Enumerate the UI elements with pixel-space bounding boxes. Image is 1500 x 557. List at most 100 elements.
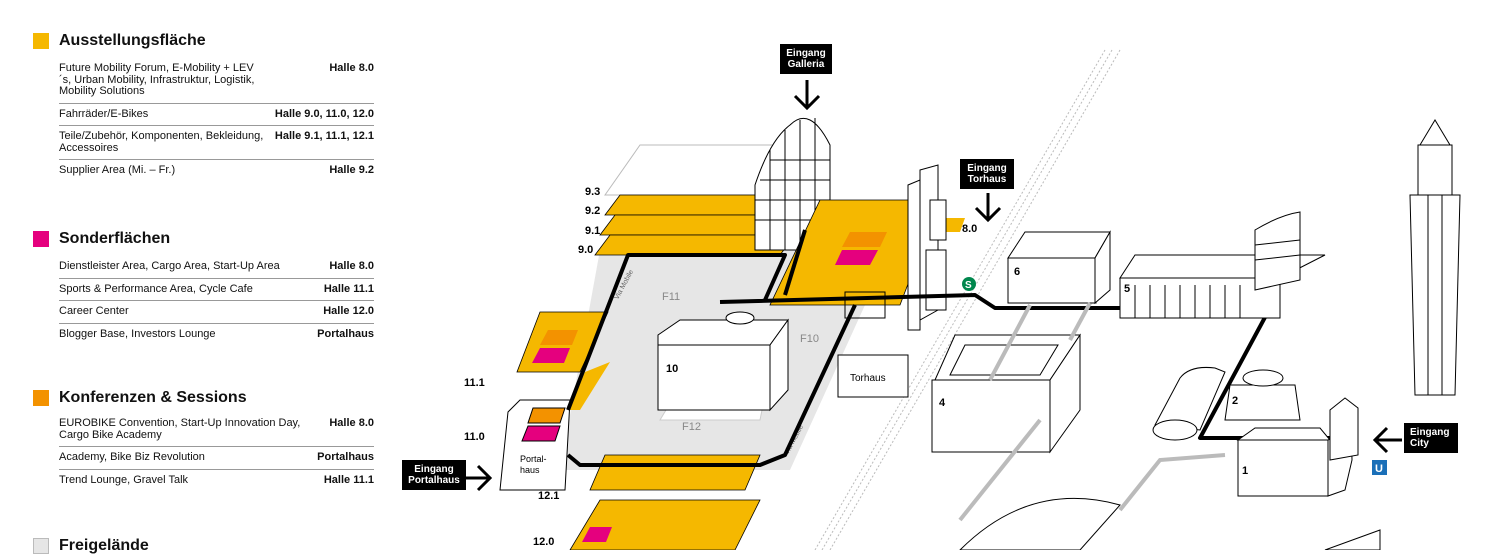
torhaus-label: Torhaus [850,373,886,384]
ubahn-icon-label: U [1375,463,1383,475]
grey-connectors [958,302,1226,522]
legend-section-open-air: Freigelände [33,535,378,557]
portalhaus-building [499,399,571,491]
railway-lines [814,49,1121,551]
venue-map-canvas: F11 F10 F12 Via Mobile Via Mobile 9.3 9.… [464,49,1461,551]
galleria-building [754,117,831,251]
legend-row-hall: Halle 8.0 [329,417,374,429]
legend-section-title: Ausstellungsfläche [59,32,206,49]
legend-row-label: Blogger Base, Investors Lounge [59,327,216,340]
legend-row-label: Fahrräder/E-Bikes [59,107,149,120]
level-9-0: 9.0 [578,244,593,256]
hall-3 [1152,367,1226,441]
hall-5 [1119,211,1326,319]
legend-row-hall: Halle 8.0 [329,260,374,272]
legend-row-hall: Halle 9.0, 11.0, 12.0 [274,107,374,120]
portalhaus-label-line2: haus [520,465,540,475]
legend-row-label: Teile/Zubehör, Komponenten, Bekleidung, … [59,130,264,154]
legend-row: Future Mobility Forum, E-Mobility + LEV´… [59,58,374,104]
legend-row-label: Future Mobility Forum, E-Mobility + LEV´… [59,62,255,97]
legend-row: EUROBIKE Convention, Start-Up Innovation… [59,413,374,447]
messeturm-tower [1409,119,1461,396]
legend-section-header: Sonderflächen [33,228,378,250]
legend-row-label: Trend Lounge, Gravel Talk [59,473,189,486]
legend-row-hall: Halle 8.0 [329,62,374,74]
level-9-3: 9.3 [585,186,600,198]
legend-row: Supplier Area (Mi. – Fr.) Halle 9.2 [59,160,374,182]
legend-rows: Future Mobility Forum, E-Mobility + LEV´… [59,58,374,182]
building-1-number: 1 [1242,465,1248,477]
level-12-0: 12.0 [533,536,554,548]
legend-section-header: Freigelände [33,535,378,557]
zone-f11: F11 [662,291,680,303]
building-5-number: 5 [1124,283,1130,295]
legend-row-label: Supplier Area (Mi. – Fr.) [59,164,176,176]
ubahn-icon [1372,460,1387,475]
legend-row-hall: Halle 11.1 [323,473,374,486]
hall-12 [569,454,761,551]
legend-row: Career Center Halle 12.0 [59,301,374,324]
legend-row: Blogger Base, Investors Lounge Portalhaus [59,324,374,346]
sbahn-icon-label: S [965,280,972,291]
exhibition-swatch [33,33,49,49]
hall-6 [1007,230,1111,305]
level-9-2: 9.2 [585,205,600,217]
building-4-number: 4 [939,397,946,409]
torhaus-tower [907,164,947,331]
hall-8 [769,199,965,319]
level-12-1: 12.1 [538,490,559,502]
level-11-1: 11.1 [464,377,485,389]
legend-section-header: Ausstellungsfläche [33,30,378,52]
legend-row: Teile/Zubehör, Komponenten, Bekleidung, … [59,126,374,160]
legend-row-label: Sports & Performance Area, Cycle Cafe [59,282,253,295]
legend-section-conferences: Konferenzen & Sessions EUROBIKE Conventi… [33,387,378,491]
legend-section-special: Sonderflächen Dienstleister Area, Cargo … [33,228,378,345]
hall-10 [657,311,789,412]
portalhaus-label-line1: Portal- [520,454,547,464]
legend-section-title: Konferenzen & Sessions [59,389,247,406]
legend-row-label: Career Center [59,305,129,317]
legend-rows: Dienstleister Area, Cargo Area, Start-Up… [59,256,374,345]
legend-row: Dienstleister Area, Cargo Area, Start-Up… [59,256,374,279]
legend-section-title: Freigelände [59,537,149,554]
level-8-0: 8.0 [962,223,977,235]
conference-swatch [33,390,49,406]
zone-f10: F10 [800,333,819,345]
legend-section-exhibition: Ausstellungsfläche Future Mobility Forum… [33,30,378,182]
legend-row: Trend Lounge, Gravel Talk Halle 11.1 [59,470,374,492]
torhaus-building [837,354,909,398]
legend-rows: EUROBIKE Convention, Start-Up Innovation… [59,413,374,491]
hall-1 [1236,397,1359,497]
zone-f12: F12 [682,421,701,433]
legend-section-header: Konferenzen & Sessions [33,387,378,409]
hall-4 [931,333,1081,454]
legend-row: Fahrräder/E-Bikes Halle 9.0, 11.0, 12.0 [59,104,374,126]
venue-map: F11 F10 F12 Via Mobile Via Mobile 9.3 9.… [390,0,1500,551]
legend-row-hall: Halle 9.1, 11.1, 12.1 [274,130,374,142]
building-10-number: 10 [666,363,678,375]
level-9-1: 9.1 [585,225,600,237]
open-air-swatch [33,538,49,554]
legend-row-hall: Halle 9.2 [329,164,374,176]
legend-row-label: Dienstleister Area, Cargo Area, Start-Up… [59,260,280,272]
sbahn-icon [962,277,976,291]
legend-row: Academy, Bike Biz Revolution Portalhaus [59,447,374,470]
legend-row-hall: Portalhaus [317,451,374,463]
special-swatch [33,231,49,247]
legend-row-hall: Halle 11.1 [323,282,374,295]
building-6-number: 6 [1014,266,1020,278]
legend-row-hall: Portalhaus [317,327,374,340]
level-11-0: 11.0 [464,431,485,443]
legend-row-label: Academy, Bike Biz Revolution [59,451,205,463]
legend-row-hall: Halle 12.0 [323,305,374,317]
legend-row-label: EUROBIKE Convention, Start-Up Innovation… [59,417,301,441]
legend-section-title: Sonderflächen [59,230,171,247]
entrance-arrows [465,80,1402,492]
lower-buildings [958,497,1381,551]
building-2-number: 2 [1232,395,1238,407]
legend-row: Sports & Performance Area, Cycle Cafe Hal… [59,279,374,301]
